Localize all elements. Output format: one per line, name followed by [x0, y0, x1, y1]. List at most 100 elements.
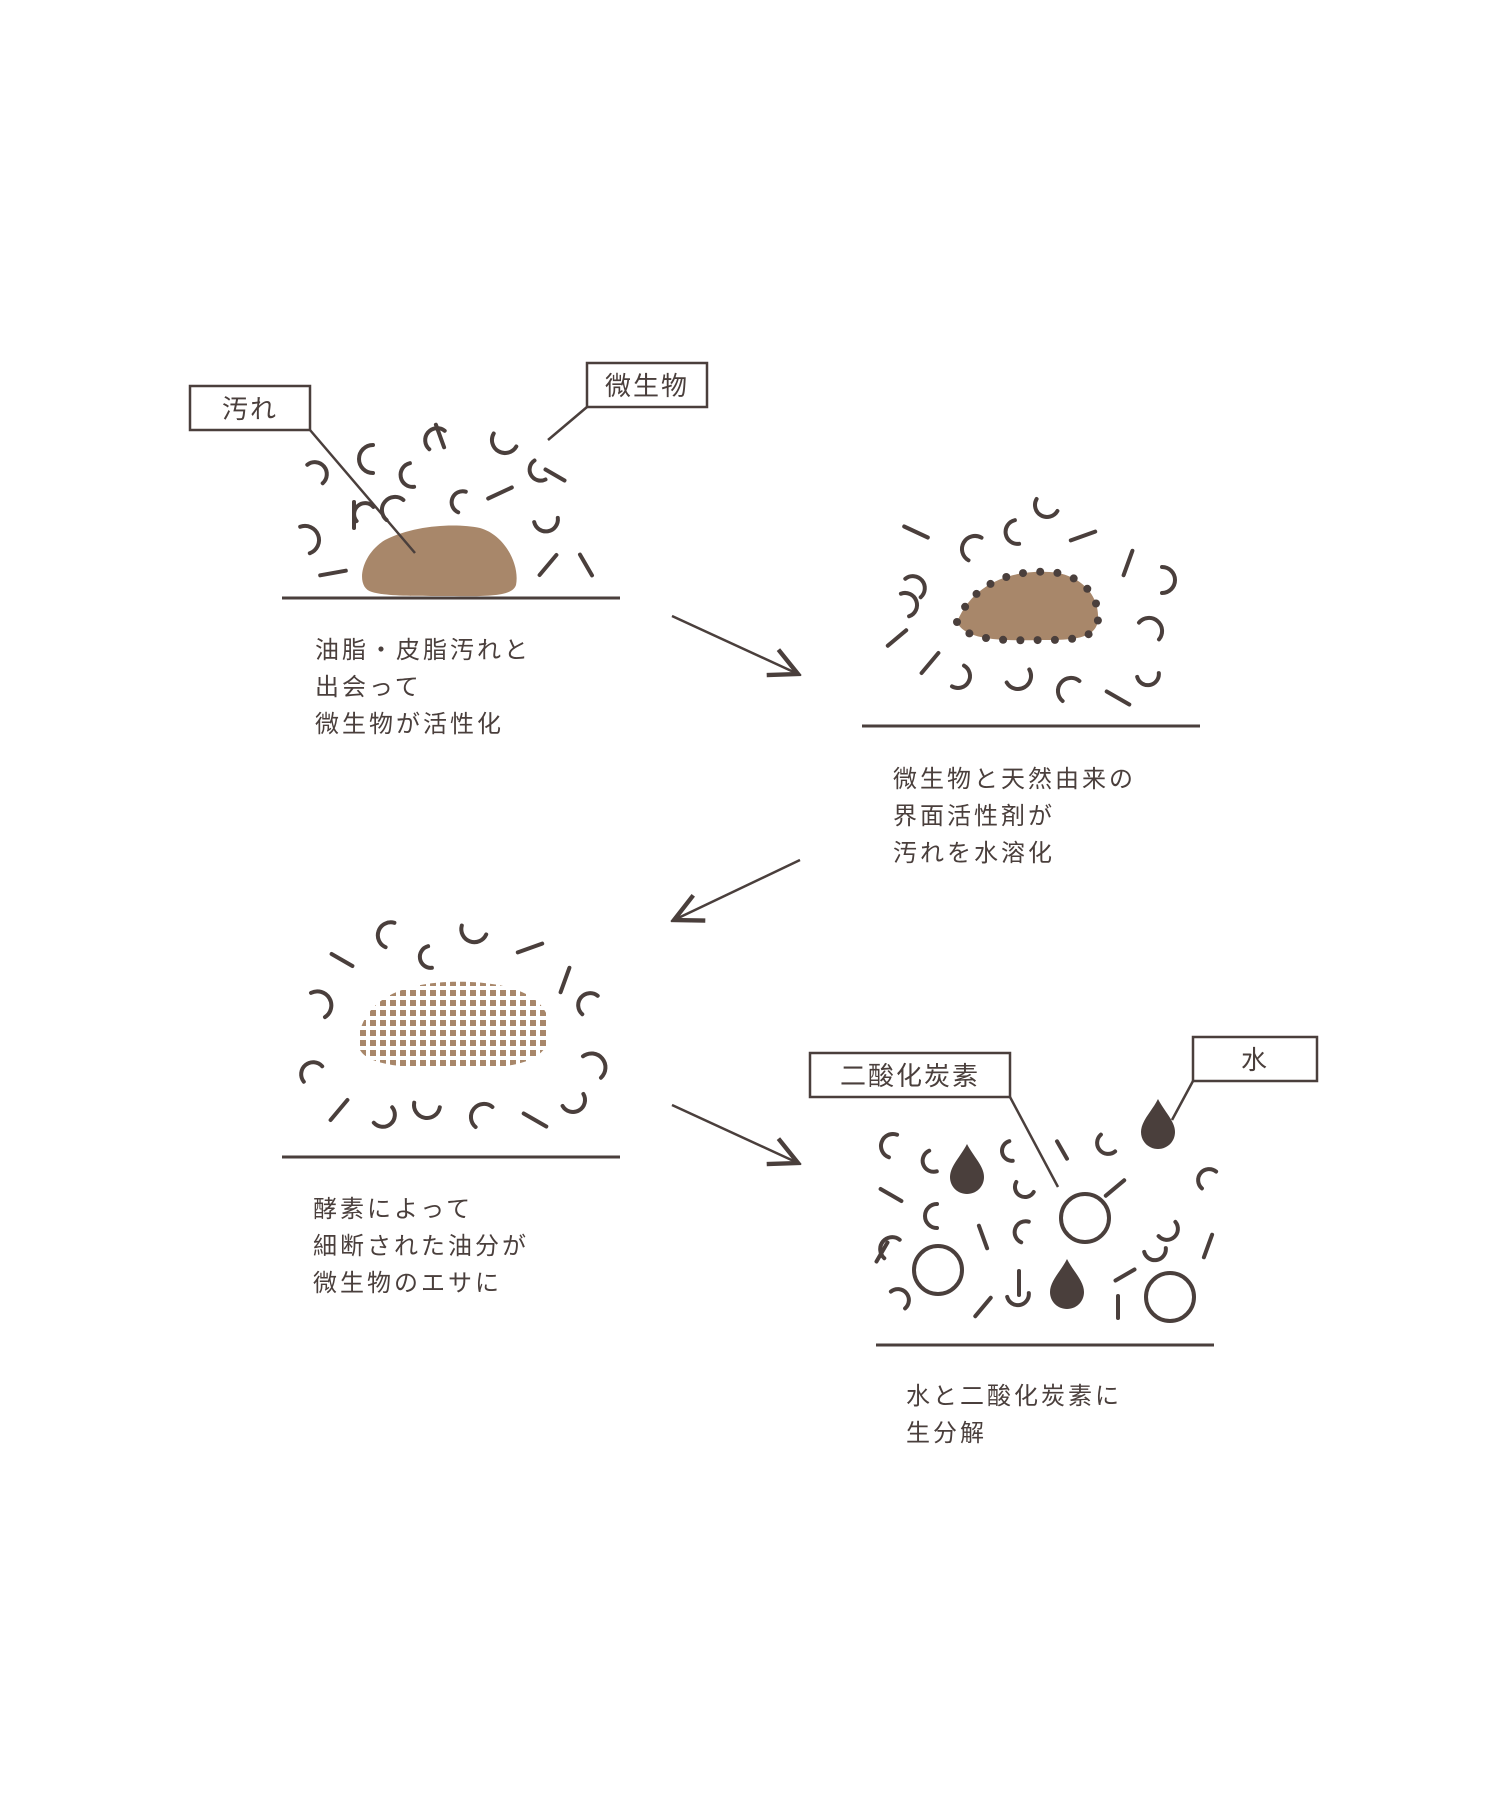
water-drop-icon: [950, 1144, 984, 1194]
microbe-icon: [1137, 615, 1165, 642]
microbe-icon: [527, 458, 548, 483]
leader-line: [309, 429, 416, 554]
microbe-icon: [1103, 1178, 1127, 1198]
microbe-icon: [1068, 529, 1098, 543]
dirt-blob-emulsified: [957, 571, 1099, 641]
label-microbe: 微生物: [547, 361, 709, 441]
water-drops: [950, 1099, 1175, 1309]
microbe-icon: [879, 1132, 900, 1160]
microbe-icon: [371, 1105, 397, 1129]
surfactant-dot: [1036, 567, 1045, 576]
co2-bubbles: [912, 1192, 1196, 1323]
microbe-icon: [486, 485, 514, 501]
microbe-icon: [398, 461, 417, 489]
co2-bubble-icon: [1144, 1271, 1196, 1323]
microbe-group: [298, 422, 594, 578]
panel-4: 二酸化炭素 水: [808, 1035, 1319, 1347]
microbe-icon: [490, 431, 519, 455]
microbe-icon: [305, 460, 329, 486]
microbe-icon: [329, 952, 355, 968]
surfactant-dot: [1019, 569, 1027, 578]
caption-line: 微生物が活性化: [315, 710, 504, 738]
microbe-icon: [357, 443, 375, 475]
microbe-icon: [417, 944, 434, 970]
microbe-icon: [412, 1100, 442, 1120]
caption-line: 酵素によって: [313, 1195, 474, 1223]
microbe-icon: [1113, 1267, 1137, 1283]
microbe-icon: [1004, 667, 1033, 691]
microbe-icon: [1095, 1132, 1118, 1156]
surfactant-dot: [1068, 634, 1077, 643]
label-co2-text: 二酸化炭素: [840, 1062, 980, 1092]
microbe-icon: [558, 965, 572, 995]
microbe-icon: [1033, 497, 1060, 519]
surfactant-dot: [1053, 568, 1062, 577]
microbe-icon: [581, 1051, 608, 1080]
microbe-icon: [1005, 1291, 1031, 1308]
caption-line: 生分解: [906, 1419, 987, 1447]
microbe-icon: [1160, 565, 1177, 595]
surfactant-dot: [1016, 636, 1025, 645]
microbe-icon: [1104, 689, 1132, 707]
label-dirt: 汚れ: [188, 384, 416, 554]
microbe-icon: [537, 553, 559, 577]
surfactant-dot: [999, 635, 1008, 644]
microbe-icon: [298, 523, 322, 556]
microbe-icon: [521, 1111, 549, 1129]
surfactant-dot: [961, 602, 970, 611]
microbe-icon: [1012, 1219, 1031, 1245]
arrow-icon: [671, 1103, 798, 1163]
microbe-icon: [920, 1148, 939, 1174]
microbe-icon: [560, 1092, 587, 1114]
microbe-icon: [1000, 1139, 1015, 1163]
microbe-icon: [1003, 518, 1022, 546]
microbe-icon: [976, 1223, 990, 1251]
step-3-caption: 酵素によって 細断された油分が 微生物のエサに: [313, 1191, 529, 1302]
microbe-icon: [449, 489, 468, 515]
dirt-blob: [362, 525, 517, 597]
microbe-icon: [375, 920, 397, 950]
label-dirt-text: 汚れ: [222, 395, 278, 425]
microbe-icon: [532, 515, 560, 534]
co2-bubble-icon: [912, 1244, 964, 1296]
caption-line: 汚れを水溶化: [893, 839, 1055, 867]
arrow-icon: [671, 614, 798, 674]
microbe-group: [885, 497, 1177, 707]
microbe-icon: [1142, 1246, 1168, 1263]
microbe-icon: [973, 1295, 993, 1319]
microbe-group: [299, 920, 608, 1129]
microbe-icon: [352, 501, 376, 524]
leader-line: [1170, 1080, 1195, 1121]
microbe-icon: [923, 1202, 939, 1230]
microbe-icon: [318, 568, 348, 578]
label-microbe-text: 微生物: [605, 372, 689, 402]
panel-1: 汚れ 微生物: [188, 361, 709, 600]
microbe-icon: [468, 1101, 495, 1129]
caption-line: 油脂・皮脂汚れと: [315, 636, 531, 664]
microbe-icon: [1201, 1232, 1215, 1260]
surfactant-dot: [1033, 636, 1042, 645]
caption-line: 界面活性剤が: [893, 802, 1055, 830]
arrow-icon: [674, 858, 801, 920]
caption-line: 微生物のエサに: [313, 1269, 502, 1297]
water-drop-icon: [1141, 1099, 1175, 1149]
caption-line: 細断された油分が: [313, 1232, 529, 1260]
panel-2: [862, 497, 1200, 728]
step-1-caption: 油脂・皮脂汚れと 出会って 微生物が活性化: [315, 632, 531, 743]
microbe-icon: [515, 941, 545, 955]
microbe-icon: [1196, 1167, 1219, 1191]
microbe-icon: [328, 1098, 350, 1122]
microbe-icon: [1012, 1180, 1036, 1200]
water-drop-icon: [1050, 1259, 1084, 1309]
surfactant-dot: [1093, 616, 1102, 625]
surfactant-dot: [1084, 630, 1093, 639]
surfactant-dot: [1092, 599, 1100, 608]
microbe-icon: [903, 574, 927, 600]
leader-line: [547, 406, 588, 441]
step-2-caption: 微生物と天然由来の 界面活性剤が 汚れを水溶化: [893, 761, 1136, 872]
surfactant-dot: [965, 629, 974, 638]
microbe-group: [874, 1132, 1219, 1320]
microbe-icon: [1055, 1139, 1069, 1161]
microbe-icon: [459, 923, 489, 945]
